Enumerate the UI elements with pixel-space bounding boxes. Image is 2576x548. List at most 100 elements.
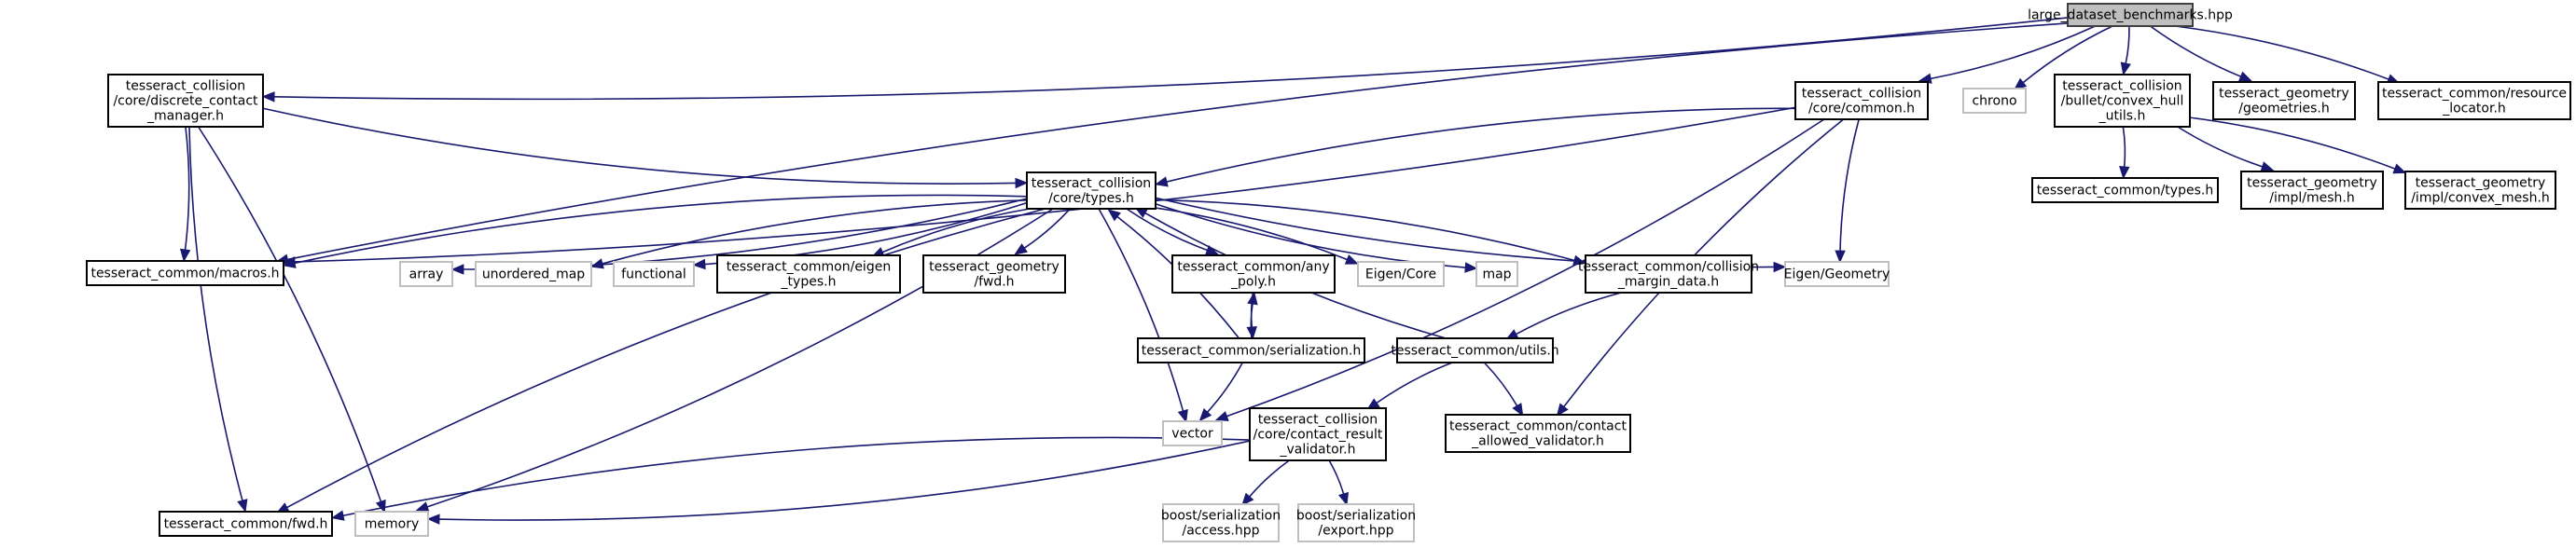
node-label: map bbox=[1482, 267, 1511, 282]
edges-layer bbox=[179, 17, 2407, 525]
arrowhead-root-to-geometries bbox=[2238, 71, 2252, 82]
edge-common_h-to-core_types bbox=[1166, 107, 1796, 183]
arrowhead-convex_hull_utils-to-impl_convex_mesh bbox=[2392, 163, 2407, 174]
node-label: tesseract_geometry bbox=[2219, 87, 2349, 102]
node-box bbox=[613, 261, 695, 287]
node-label: Eigen/Core bbox=[1365, 267, 1436, 282]
edge-convex_hull_utils-to-impl_convex_mesh bbox=[2189, 116, 2396, 170]
arrowhead-core_types-to-eigen_core bbox=[1344, 253, 1359, 265]
node-common-h[interactable]: tesseract_collision/core/common.h bbox=[1794, 81, 1929, 120]
edge-serialization-to-any_poly bbox=[1250, 303, 1253, 339]
node-box[interactable] bbox=[2067, 3, 2194, 27]
node-label: /fwd.h bbox=[974, 275, 1014, 290]
node-label: tesseract_collision bbox=[1802, 87, 1921, 102]
node-contact-result-validator[interactable]: tesseract_collision/core/contact_result_… bbox=[1249, 407, 1387, 461]
node-impl-convex-mesh[interactable]: tesseract_geometry/impl/convex_mesh.h bbox=[2404, 171, 2556, 210]
arrowhead-core_types-to-unordered_map bbox=[590, 258, 604, 269]
edge-discrete_contact_manager-to-common_fwd bbox=[188, 126, 243, 501]
edge-utils-to-contact_allowed_validator bbox=[1483, 362, 1518, 406]
node-geometry-fwd[interactable]: tesseract_geometry/fwd.h bbox=[922, 254, 1066, 294]
edge-root-to-macros bbox=[287, 22, 2069, 261]
node-geometries[interactable]: tesseract_geometry/geometries.h bbox=[2212, 81, 2356, 120]
node-contact-allowed-validator[interactable]: tesseract_common/contact_allowed_validat… bbox=[1445, 414, 1631, 453]
node-box bbox=[399, 261, 453, 287]
node-box[interactable] bbox=[1249, 407, 1387, 461]
node-box bbox=[1475, 261, 1518, 287]
node-impl-mesh[interactable]: tesseract_geometry/impl/mesh.h bbox=[2240, 171, 2384, 210]
edge-contact_result_validator-to-memory bbox=[438, 440, 1251, 521]
node-label: tesseract_common/serialization.h bbox=[1142, 344, 1362, 359]
node-box[interactable] bbox=[86, 260, 284, 286]
arrowhead-root-to-convex_hull_utils bbox=[2120, 62, 2131, 76]
node-box[interactable] bbox=[2404, 171, 2556, 210]
node-macros[interactable]: tesseract_common/macros.h bbox=[86, 260, 284, 286]
node-label: /impl/mesh.h bbox=[2269, 191, 2354, 206]
node-box[interactable] bbox=[1026, 171, 1156, 210]
arrowhead-discrete_contact_manager-to-common_fwd bbox=[237, 499, 248, 513]
node-box[interactable] bbox=[1585, 254, 1752, 294]
node-label: tesseract_geometry bbox=[2247, 176, 2377, 191]
node-chrono: chrono bbox=[1962, 88, 2027, 114]
node-box[interactable] bbox=[2054, 74, 2191, 128]
node-utils[interactable]: tesseract_common/utils.h bbox=[1391, 337, 1559, 363]
node-label: tesseract_collision bbox=[126, 79, 245, 94]
arrowhead-discrete_contact_manager-to-memory bbox=[375, 499, 386, 514]
node-label: boost/serialization bbox=[1296, 509, 1416, 524]
edge-root-to-geometries bbox=[2150, 25, 2241, 77]
arrowhead-core_types-to-memory bbox=[415, 501, 430, 513]
node-discrete-contact-manager[interactable]: tesseract_collision/core/discrete_contac… bbox=[107, 74, 264, 128]
node-box[interactable] bbox=[2212, 81, 2356, 120]
node-eigen-geometry: Eigen/Geometry bbox=[1784, 261, 1890, 287]
node-label: _locator.h bbox=[2442, 102, 2506, 116]
node-collision-margin-data[interactable]: tesseract_common/collision_margin_data.h bbox=[1578, 254, 1759, 294]
node-box[interactable] bbox=[1794, 81, 1929, 120]
node-resource-locator[interactable]: tesseract_common/resource_locator.h bbox=[2377, 81, 2571, 120]
edge-contact_result_validator-to-boost_export bbox=[1328, 459, 1345, 495]
arrowhead-contact_result_validator-to-boost_export bbox=[1337, 491, 1349, 506]
edge-core_types-to-eigen_types bbox=[881, 208, 1031, 253]
arrowhead-contact_result_validator-to-common_fwd bbox=[330, 510, 345, 521]
node-box[interactable] bbox=[2031, 177, 2219, 203]
node-label: tesseract_common/any bbox=[1177, 260, 1329, 275]
node-label: tesseract_common/eigen bbox=[727, 260, 891, 275]
node-box[interactable] bbox=[1171, 254, 1336, 294]
node-label: /export.hpp bbox=[1318, 524, 1393, 539]
node-serialization[interactable]: tesseract_common/serialization.h bbox=[1137, 337, 1365, 363]
node-box[interactable] bbox=[716, 254, 901, 294]
node-root[interactable]: large_dataset_benchmarks.hpp bbox=[2028, 3, 2233, 27]
node-box[interactable] bbox=[159, 511, 333, 537]
edge-root-to-resource_locator bbox=[2175, 25, 2389, 80]
node-label: chrono bbox=[1972, 94, 2016, 109]
node-boost-export: boost/serialization/export.hpp bbox=[1296, 503, 1416, 542]
node-box[interactable] bbox=[2240, 171, 2384, 210]
node-box[interactable] bbox=[107, 74, 264, 128]
node-convex-hull-utils[interactable]: tesseract_collision/bullet/convex_hull_u… bbox=[2054, 74, 2191, 128]
node-eigen-types[interactable]: tesseract_common/eigen_types.h bbox=[716, 254, 901, 294]
node-label: tesseract_common/fwd.h bbox=[164, 517, 328, 532]
node-vector: vector bbox=[1162, 420, 1223, 446]
edge-root-to-common_h bbox=[1930, 25, 2096, 80]
node-box[interactable] bbox=[922, 254, 1066, 294]
node-any-poly[interactable]: tesseract_common/any_poly.h bbox=[1171, 254, 1336, 294]
node-core-types[interactable]: tesseract_collision/core/types.h bbox=[1026, 171, 1156, 210]
arrowhead-convex_hull_utils-to-common_types bbox=[2119, 166, 2130, 180]
node-common-types[interactable]: tesseract_common/types.h bbox=[2031, 177, 2219, 203]
node-label: large_dataset_benchmarks.hpp bbox=[2028, 8, 2233, 23]
node-label: tesseract_collision bbox=[1258, 413, 1378, 428]
arrowhead-serialization-to-core_types bbox=[1107, 209, 1121, 222]
node-box bbox=[475, 261, 592, 287]
node-label: _allowed_validator.h bbox=[1471, 434, 1604, 449]
arrowhead-core_types-to-functional bbox=[692, 258, 706, 270]
node-boost-access: boost/serialization/access.hpp bbox=[1161, 503, 1281, 542]
node-box[interactable] bbox=[1445, 414, 1631, 453]
arrowhead-core_types-to-any_poly bbox=[1204, 244, 1219, 255]
node-label: tesseract_collision bbox=[1032, 176, 1151, 191]
node-box[interactable] bbox=[1396, 337, 1554, 363]
node-label: _margin_data.h bbox=[1617, 275, 1719, 290]
node-common-fwd[interactable]: tesseract_common/fwd.h bbox=[159, 511, 333, 537]
node-box bbox=[1784, 261, 1890, 287]
node-box[interactable] bbox=[2377, 81, 2571, 120]
node-label: /bullet/convex_hull bbox=[2061, 94, 2184, 109]
node-label: tesseract_common/collision bbox=[1578, 260, 1759, 275]
node-box[interactable] bbox=[1137, 337, 1365, 363]
